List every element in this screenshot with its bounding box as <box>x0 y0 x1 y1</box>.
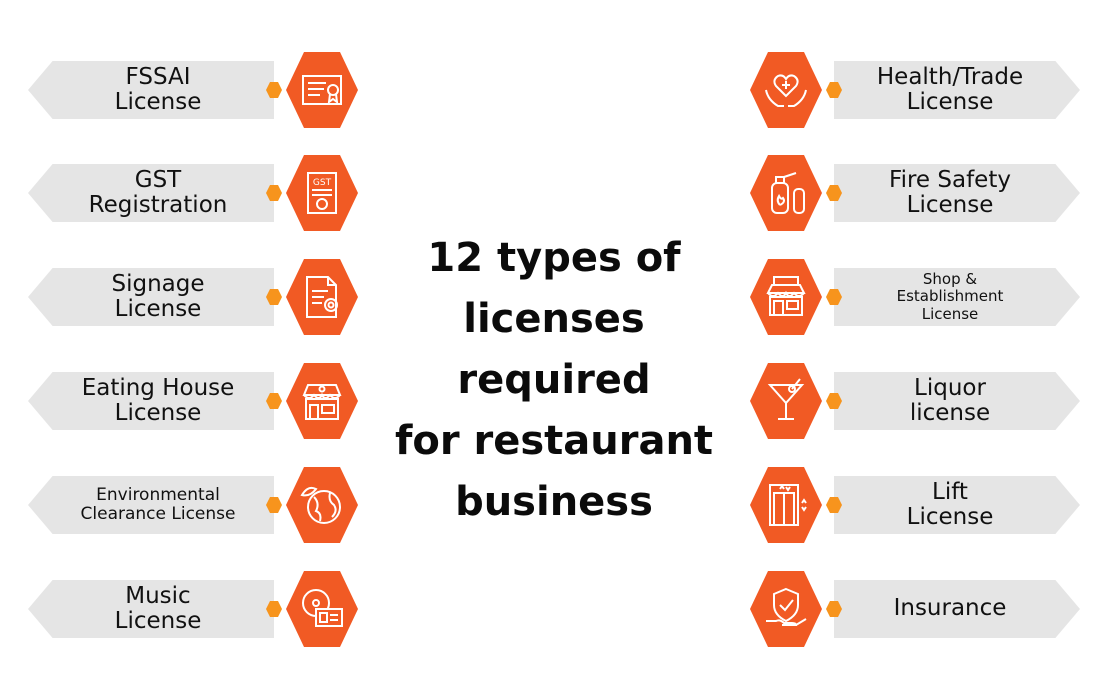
connector-dot <box>826 393 842 409</box>
license-label: Environmental Clearance License <box>28 476 274 534</box>
license-item-lift: Lift License <box>750 467 1080 543</box>
license-item-fssai: FSSAI License <box>28 52 358 128</box>
certificate-icon <box>286 52 358 128</box>
connector-dot <box>266 497 282 513</box>
license-item-shop-establishment: Shop & Establishment License <box>750 259 1080 335</box>
connector-dot <box>266 289 282 305</box>
connector-dot <box>826 185 842 201</box>
license-label: Liquor license <box>834 372 1080 430</box>
diagram-title: 12 types of licenses required for restau… <box>394 235 714 525</box>
connector-dot <box>826 601 842 617</box>
license-item-health-trade: Health/Trade License <box>750 52 1080 128</box>
license-label: Fire Safety License <box>834 164 1080 222</box>
globe-leaf-icon <box>286 467 358 543</box>
svg-text:GST: GST <box>313 178 332 188</box>
license-label: Insurance <box>834 580 1080 638</box>
connector-dot <box>826 497 842 513</box>
license-label: Eating House License <box>28 372 274 430</box>
shield-hand-icon <box>750 571 822 647</box>
license-item-gst: GST Registration GST <box>28 155 358 231</box>
heart-hands-icon <box>750 52 822 128</box>
license-item-eating-house: Eating House License <box>28 363 358 439</box>
connector-dot <box>826 289 842 305</box>
document-seal-icon <box>286 259 358 335</box>
license-label: Music License <box>28 580 274 638</box>
cocktail-glass-icon <box>750 363 822 439</box>
elevator-icon <box>750 467 822 543</box>
gst-document-icon: GST <box>286 155 358 231</box>
license-label: Lift License <box>834 476 1080 534</box>
license-item-liquor: Liquor license <box>750 363 1080 439</box>
license-item-insurance: Insurance <box>750 571 1080 647</box>
connector-dot <box>266 82 282 98</box>
music-disc-icon <box>286 571 358 647</box>
restaurant-storefront-icon <box>286 363 358 439</box>
license-label: Shop & Establishment License <box>834 268 1080 326</box>
license-item-signage: Signage License <box>28 259 358 335</box>
license-label: Health/Trade License <box>834 61 1080 119</box>
shop-icon <box>750 259 822 335</box>
connector-dot <box>826 82 842 98</box>
license-item-fire-safety: Fire Safety License <box>750 155 1080 231</box>
license-item-environmental: Environmental Clearance License <box>28 467 358 543</box>
license-item-music: Music License <box>28 571 358 647</box>
connector-dot <box>266 185 282 201</box>
fire-extinguisher-icon <box>750 155 822 231</box>
license-label: Signage License <box>28 268 274 326</box>
license-label: FSSAI License <box>28 61 274 119</box>
connector-dot <box>266 393 282 409</box>
connector-dot <box>266 601 282 617</box>
license-label: GST Registration <box>28 164 274 222</box>
